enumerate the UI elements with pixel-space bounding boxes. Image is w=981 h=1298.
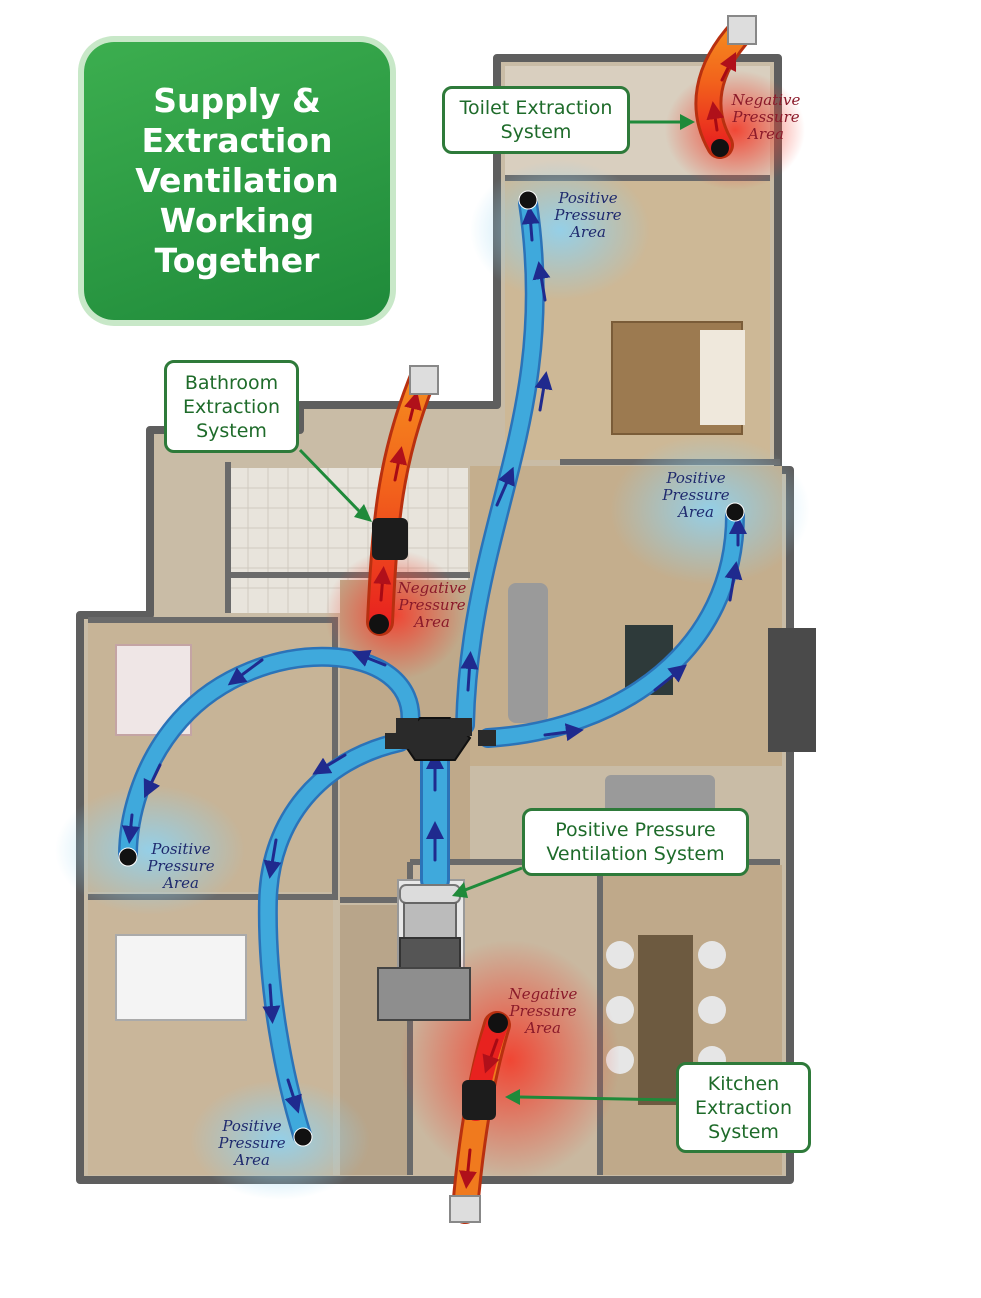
title-line: Together: [154, 241, 320, 280]
callout-toilet-extraction: Toilet Extraction System: [442, 86, 630, 154]
area-label-text: Pressure: [732, 108, 800, 126]
area-label-bedroom-2-positive: Positive Pressure Area: [143, 841, 219, 892]
callout-text: System: [500, 121, 572, 143]
supply-outlet-bedroom-2: [118, 847, 138, 867]
area-label-text: Area: [748, 125, 784, 143]
area-label-bedroom-3-positive: Positive Pressure Area: [214, 1118, 290, 1169]
area-label-text: Pressure: [554, 206, 622, 224]
title-line: Ventilation: [135, 161, 339, 200]
callout-text: Bathroom: [184, 371, 279, 394]
supply-outlet-master-bedroom: [518, 190, 538, 210]
supply-outlet-bedroom-3: [293, 1127, 313, 1147]
area-label-text: Area: [234, 1151, 270, 1169]
area-label-text: Area: [678, 503, 714, 521]
area-label-toilet-negative: Negative Pressure Area: [728, 92, 804, 143]
area-label-text: Pressure: [509, 1002, 577, 1020]
area-label-text: Area: [525, 1019, 561, 1037]
area-label-text: Area: [414, 613, 450, 631]
area-label-text: Positive: [666, 469, 726, 487]
kitchen-inline-fan: [462, 1080, 496, 1120]
bathroom-inline-fan: [372, 518, 408, 560]
pressure-zones: [55, 70, 810, 1200]
callout-text: System: [708, 1120, 779, 1143]
area-label-text: Area: [570, 223, 606, 241]
extraction-ducts: [366, 15, 757, 1224]
area-label-text: Positive: [222, 1117, 282, 1135]
area-label-text: Pressure: [398, 596, 466, 614]
area-label-text: Positive: [558, 189, 618, 207]
title-line: Working: [159, 201, 315, 240]
positive-zone-bedroom-3: [190, 1080, 370, 1200]
area-label-text: Area: [163, 874, 199, 892]
area-label-text: Positive: [151, 840, 211, 858]
toilet-roof-vent: [727, 15, 757, 45]
callout-text: Kitchen: [707, 1072, 780, 1095]
title-line: Extraction: [141, 121, 333, 160]
callout-text: System: [196, 419, 267, 442]
supply-outlet-living-room: [725, 502, 745, 522]
area-label-text: Negative: [731, 91, 801, 109]
area-label-living-room-positive: Positive Pressure Area: [658, 470, 734, 521]
callout-arrows: [298, 114, 695, 1105]
callout-text: Extraction: [183, 395, 280, 418]
positive-zone-master-bedroom: [470, 160, 650, 300]
bathroom-roof-vent: [409, 365, 439, 395]
area-label-text: Negative: [397, 579, 467, 597]
ppv-unit: [377, 717, 496, 1021]
title-line: Supply &: [153, 81, 321, 120]
area-label-kitchen-negative: Negative Pressure Area: [505, 986, 581, 1037]
area-label-bathroom-negative: Negative Pressure Area: [394, 580, 470, 631]
supply-ducts: [118, 190, 747, 1147]
callout-text: Toilet Extraction: [459, 97, 613, 119]
negative-zone-bathroom: [325, 550, 465, 680]
kitchen-wall-vent: [449, 1195, 481, 1223]
area-label-text: Pressure: [218, 1134, 286, 1152]
positive-zone-bedroom-2: [55, 785, 245, 915]
area-label-text: Pressure: [147, 857, 215, 875]
callout-ppv-system: Positive Pressure Ventilation System: [522, 808, 749, 876]
area-label-text: Negative: [508, 985, 578, 1003]
positive-zone-living-room: [610, 435, 810, 585]
callout-bathroom-extraction: Bathroom Extraction System: [164, 360, 299, 453]
diagram-title: Supply & Extraction Ventilation Working …: [84, 42, 390, 320]
ppv-fan-unit-box: [377, 967, 471, 1021]
area-label-master-bedroom-positive: Positive Pressure Area: [550, 190, 626, 241]
callout-text: Positive Pressure: [555, 819, 716, 841]
callout-text: Ventilation System: [546, 843, 725, 865]
callout-text: Extraction: [695, 1096, 792, 1119]
area-label-text: Pressure: [662, 486, 730, 504]
callout-kitchen-extraction: Kitchen Extraction System: [676, 1062, 811, 1153]
